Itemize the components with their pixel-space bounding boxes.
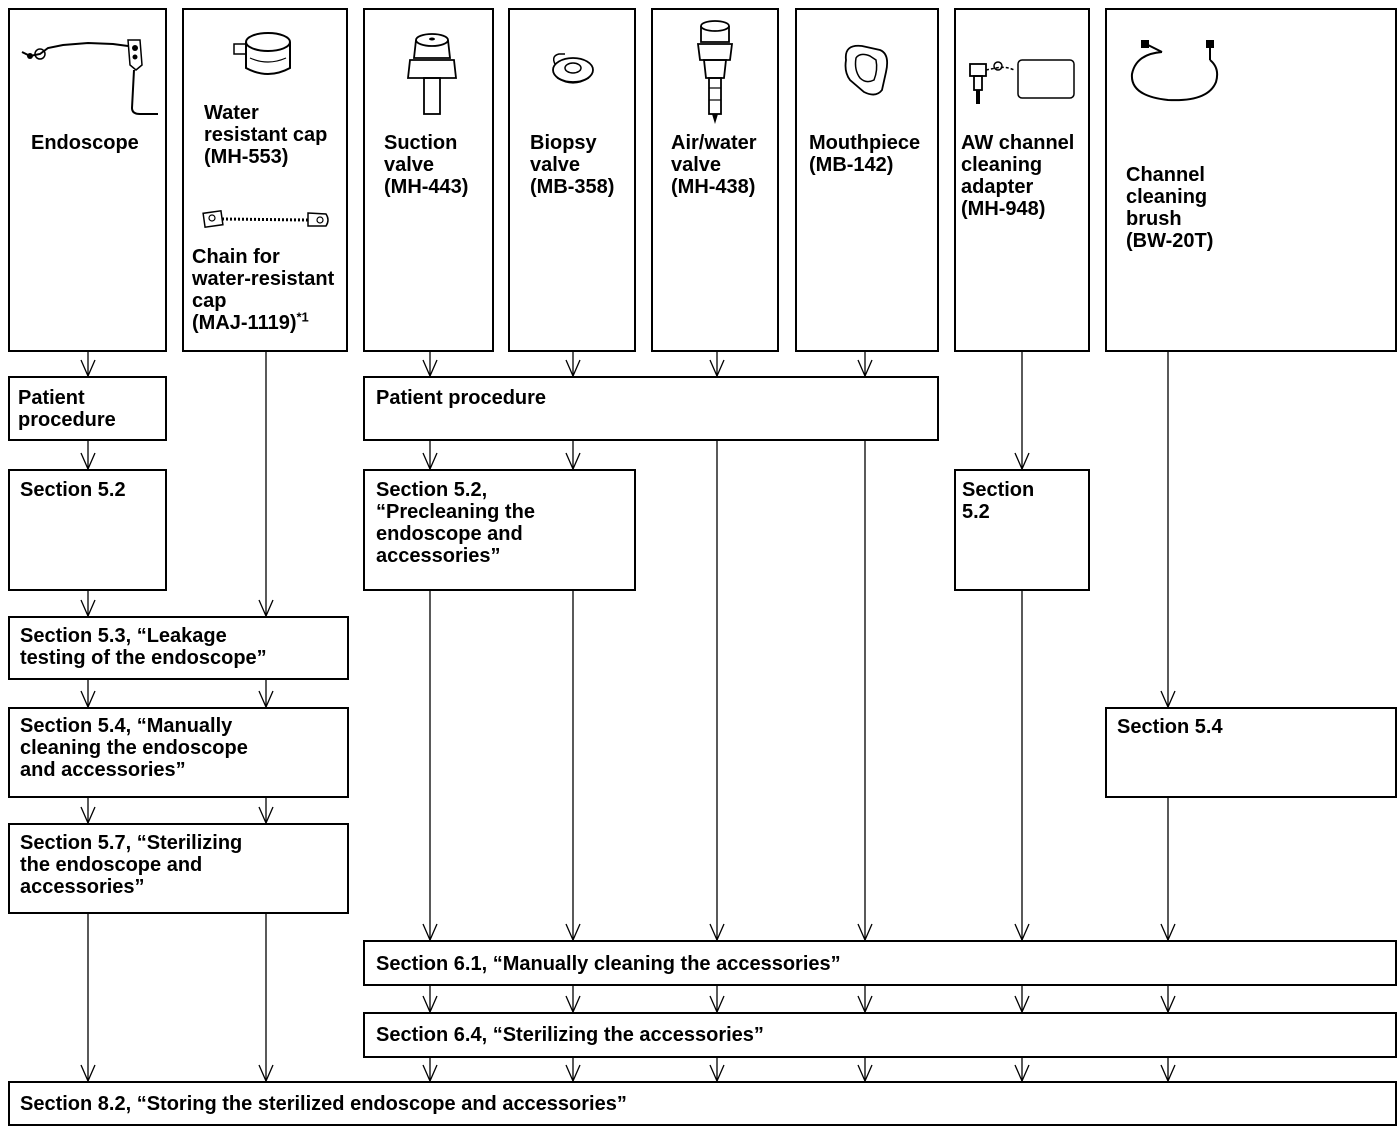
step-label-patient-procedure-left: Patient procedure	[18, 387, 116, 431]
chain-icon	[202, 209, 329, 229]
flow-arrow	[80, 352, 96, 378]
flow-arrow	[857, 1058, 873, 1083]
item-box-mouthpiece	[795, 8, 939, 352]
step-box-section-5-3	[8, 616, 349, 680]
flow-arrow	[258, 798, 274, 825]
step-label-section-5-2-left: Section 5.2	[20, 479, 126, 501]
flow-arrow	[80, 914, 96, 1083]
step-box-section-5-7	[8, 823, 349, 914]
step-label-section-5-3: Section 5.3, “Leakage testing of the end…	[20, 625, 267, 669]
item-label-suction-valve: Suction valve (MH-443)	[384, 132, 469, 198]
flow-arrow	[422, 986, 438, 1014]
step-label-section-6-1: Section 6.1, “Manually cleaning the acce…	[376, 953, 841, 975]
air-water-valve-icon	[696, 20, 734, 124]
flow-arrow	[565, 441, 581, 471]
step-label-section-5-2-precleaning: Section 5.2, “Precleaning the endoscope …	[376, 479, 535, 567]
flow-arrow	[709, 986, 725, 1014]
flow-arrow	[422, 591, 438, 942]
flow-arrow	[80, 591, 96, 618]
channel-cleaning-brush-icon	[1130, 40, 1219, 102]
flow-arrow	[1014, 352, 1030, 471]
flow-arrow	[565, 591, 581, 942]
step-box-section-5-4-right	[1105, 707, 1397, 798]
flow-arrow	[422, 1058, 438, 1083]
suction-valve-icon	[406, 33, 458, 115]
flow-arrow	[1014, 986, 1030, 1014]
step-label-section-8-2: Section 8.2, “Storing the sterilized end…	[20, 1093, 627, 1115]
flow-arrow	[709, 352, 725, 378]
step-box-section-6-4	[363, 1012, 1397, 1058]
flow-arrow	[1160, 1058, 1176, 1083]
item-label-aw-channel-cleaning-adapter: AW channel cleaning adapter (MH-948)	[961, 132, 1075, 220]
flow-arrow	[1014, 591, 1030, 942]
mouthpiece-icon	[844, 44, 889, 96]
item-label-chain: Chain for water-resistant cap (MAJ-1119)…	[192, 246, 334, 334]
item-label-channel-cleaning-brush: Channel cleaning brush (BW-20T)	[1126, 164, 1214, 252]
item-box-channel-cleaning-brush	[1105, 8, 1397, 352]
step-box-section-5-2-left	[8, 469, 167, 591]
flow-arrow	[709, 441, 725, 942]
step-box-section-5-2-right	[954, 469, 1090, 591]
aw-channel-cleaning-adapter-icon	[969, 59, 1075, 104]
flow-arrow	[1014, 1058, 1030, 1083]
flow-arrow	[857, 441, 873, 942]
step-label-section-5-2-right: Section 5.2	[962, 479, 1035, 523]
flow-arrow	[565, 1058, 581, 1083]
step-box-section-8-2	[8, 1081, 1397, 1126]
chain-label-text: Chain for water-resistant cap (MAJ-1119)	[192, 246, 335, 334]
item-box-suction-valve	[363, 8, 494, 352]
step-box-section-5-4	[8, 707, 349, 798]
step-label-section-5-7: Section 5.7, “Sterilizing the endoscope …	[20, 832, 243, 898]
flow-arrow	[80, 441, 96, 471]
flow-arrow	[857, 352, 873, 378]
step-box-section-6-1	[363, 940, 1397, 986]
flow-arrow	[1160, 986, 1176, 1014]
item-label-biopsy-valve: Biopsy valve (MB-358)	[530, 132, 615, 198]
item-box-water-resistant-cap	[182, 8, 348, 352]
flow-arrow	[80, 680, 96, 709]
flow-arrow	[857, 986, 873, 1014]
flow-arrow	[80, 798, 96, 825]
item-label-air-water-valve: Air/water valve (MH-438)	[671, 132, 757, 198]
item-box-air-water-valve	[651, 8, 779, 352]
step-label-patient-procedure-right: Patient procedure	[376, 387, 547, 409]
item-box-aw-channel-cleaning-adapter	[954, 8, 1090, 352]
water-resistant-cap-icon	[233, 32, 291, 75]
step-label-section-5-4-right: Section 5.4	[1117, 716, 1223, 738]
endoscope-icon	[21, 39, 158, 115]
chain-footnote: *1	[296, 309, 309, 325]
item-box-biopsy-valve	[508, 8, 636, 352]
flow-arrow	[422, 441, 438, 471]
step-box-section-5-2-precleaning	[363, 469, 636, 591]
step-box-patient-procedure-right	[363, 376, 939, 441]
flow-arrow	[258, 914, 274, 1083]
step-label-section-6-4: Section 6.4, “Sterilizing the accessorie…	[376, 1024, 764, 1046]
flow-arrow	[565, 352, 581, 378]
step-label-section-5-4: Section 5.4, “Manually cleaning the endo…	[20, 715, 248, 781]
item-label-water-resistant-cap: Water resistant cap (MH-553)	[204, 102, 328, 168]
item-label-endoscope: Endoscope	[31, 132, 139, 154]
flow-arrow	[422, 352, 438, 378]
flow-arrow	[1160, 798, 1176, 942]
flow-arrow	[258, 352, 274, 618]
biopsy-valve-icon	[552, 53, 594, 84]
step-box-patient-procedure-left	[8, 376, 167, 441]
flow-arrow	[1160, 352, 1176, 709]
flow-arrow	[709, 1058, 725, 1083]
flow-arrow	[258, 680, 274, 709]
item-label-mouthpiece: Mouthpiece (MB-142)	[809, 132, 921, 176]
flow-arrow	[565, 986, 581, 1014]
